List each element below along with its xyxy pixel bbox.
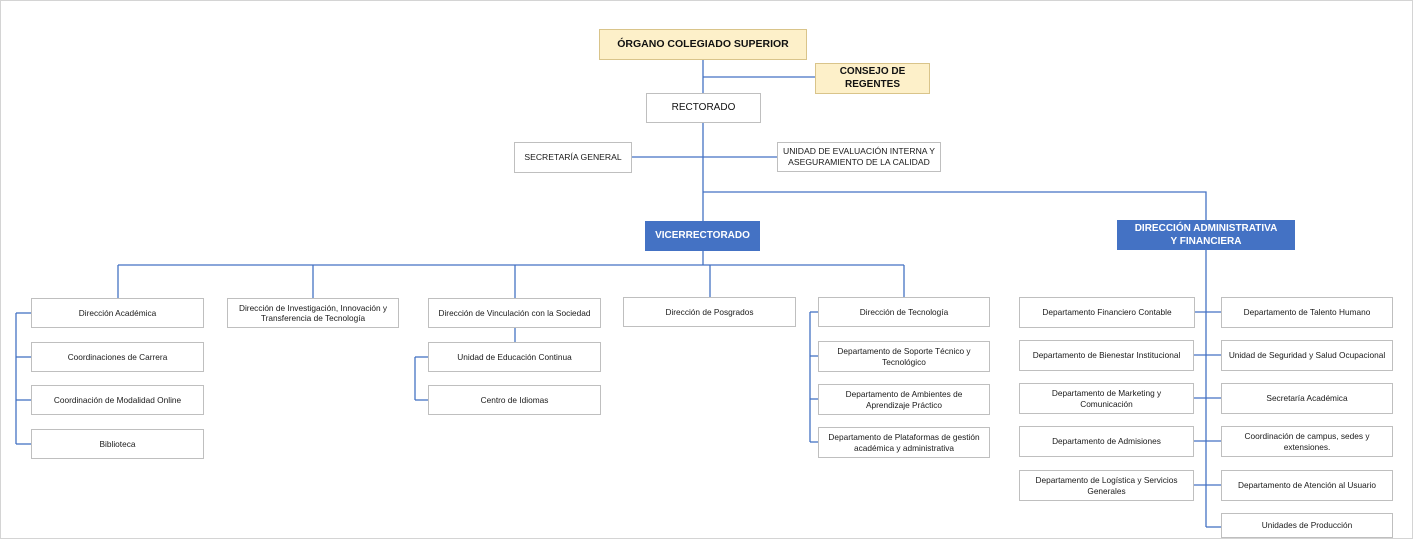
unidades-produccion-box: Unidades de Producción [1221, 513, 1393, 538]
unidad-evaluacion-box: UNIDAD DE EVALUACIÓN INTERNA Y ASEGURAMI… [777, 142, 941, 172]
centro-idiomas-box: Centro de Idiomas [428, 385, 601, 415]
atencion-usuario-box: Departamento de Atención al Usuario [1221, 470, 1393, 501]
direccion-academica-box: Dirección Académica [31, 298, 204, 328]
coordinacion-campus-box: Coordinación de campus, sedes y extensio… [1221, 426, 1393, 457]
coordinacion-modalidad-online-box: Coordinación de Modalidad Online [31, 385, 204, 415]
marketing-comunicacion-box: Departamento de Marketing y Comunicación [1019, 383, 1194, 414]
bienestar-institucional-box: Departamento de Bienestar Institucional [1019, 340, 1194, 371]
plataformas-gestion-box: Departamento de Plataformas de gestión a… [818, 427, 990, 458]
consejo-regentes-box: CONSEJO DE REGENTES [815, 63, 930, 94]
soporte-tecnico-box: Departamento de Soporte Técnico y Tecnol… [818, 341, 990, 372]
direccion-investigacion-box: Dirección de Investigación, Innovación y… [227, 298, 399, 328]
organo-colegiado-box: ÓRGANO COLEGIADO SUPERIOR [599, 29, 807, 60]
seguridad-salud-box: Unidad de Seguridad y Salud Ocupacional [1221, 340, 1393, 371]
rectorado-box: RECTORADO [646, 93, 761, 123]
logistica-servicios-box: Departamento de Logística y Servicios Ge… [1019, 470, 1194, 501]
direccion-tecnologia-box: Dirección de Tecnología [818, 297, 990, 327]
talento-humano-box: Departamento de Talento Humano [1221, 297, 1393, 328]
ambientes-aprendizaje-box: Departamento de Ambientes de Aprendizaje… [818, 384, 990, 415]
direccion-administrativa-box: DIRECCIÓN ADMINISTRATIVA Y FINANCIERA [1117, 220, 1295, 250]
connector-administrativa [703, 191, 1207, 220]
vicerrectorado-box: VICERRECTORADO [645, 221, 760, 251]
admisiones-box: Departamento de Admisiones [1019, 426, 1194, 457]
financiero-contable-box: Departamento Financiero Contable [1019, 297, 1195, 328]
coordinaciones-carrera-box: Coordinaciones de Carrera [31, 342, 204, 372]
biblioteca-box: Biblioteca [31, 429, 204, 459]
secretaria-academica-box: Secretaría Académica [1221, 383, 1393, 414]
secretaria-general-box: SECRETARÍA GENERAL [514, 142, 632, 173]
direccion-vinculacion-box: Dirección de Vinculación con la Sociedad [428, 298, 601, 328]
direccion-posgrados-box: Dirección de Posgrados [623, 297, 796, 327]
unidad-educacion-continua-box: Unidad de Educación Continua [428, 342, 601, 372]
